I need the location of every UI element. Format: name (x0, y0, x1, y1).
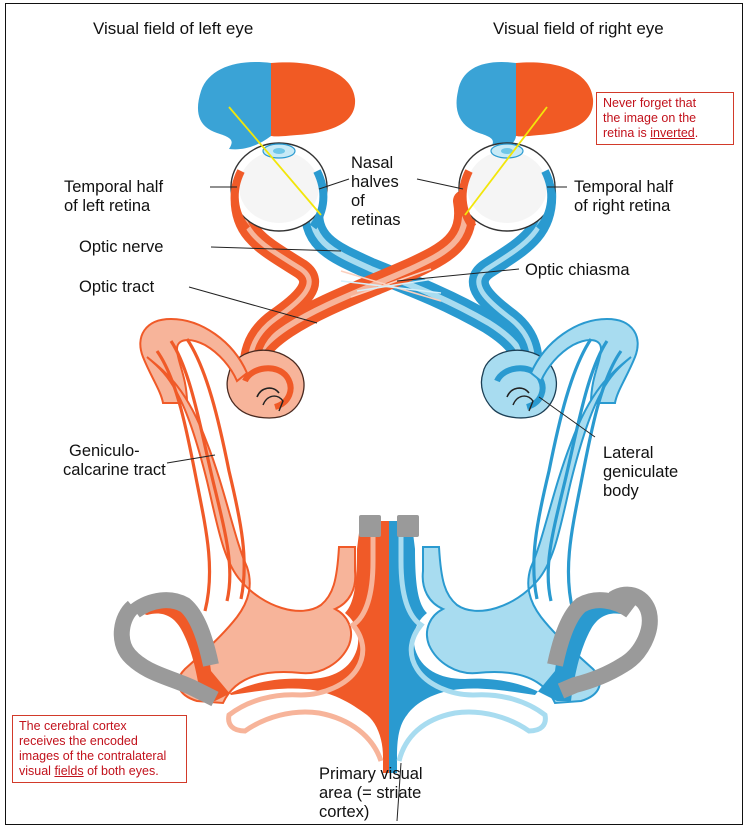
right-eyeball (459, 143, 555, 231)
note-image-inverted: Never forget that the image on the retin… (596, 92, 734, 145)
label-optic-chiasma: Optic chiasma (525, 261, 630, 280)
figure-frame: Visual field of left eye Visual field of… (5, 3, 743, 825)
left-eye-field-title: Visual field of left eye (93, 19, 253, 38)
label-nasal-halves: Nasal halves of retinas (351, 154, 401, 230)
left-eyeball (231, 143, 327, 231)
label-primary-visual-area: Primary visual area (= striate cortex) (319, 765, 423, 822)
left-visual-field (198, 62, 355, 149)
leader-nasal-right (417, 179, 463, 189)
label-geniculo-calcarine: Geniculo- calcarine tract (63, 442, 166, 480)
label-temporal-left: Temporal half of left retina (64, 178, 163, 216)
note-cerebral-cortex: The cerebral cortex receives the encoded… (12, 715, 187, 783)
label-optic-tract: Optic tract (79, 278, 154, 297)
right-field-blue-half (457, 62, 516, 149)
right-eye-field-title: Visual field of right eye (493, 19, 664, 38)
label-optic-nerve: Optic nerve (79, 238, 163, 257)
left-field-orange-half (271, 62, 355, 136)
left-field-blue-half (198, 62, 271, 149)
label-temporal-right: Temporal half of right retina (574, 178, 673, 216)
label-lateral-geniculate: Lateral geniculate body (603, 444, 678, 501)
right-field-orange-half (516, 62, 593, 136)
